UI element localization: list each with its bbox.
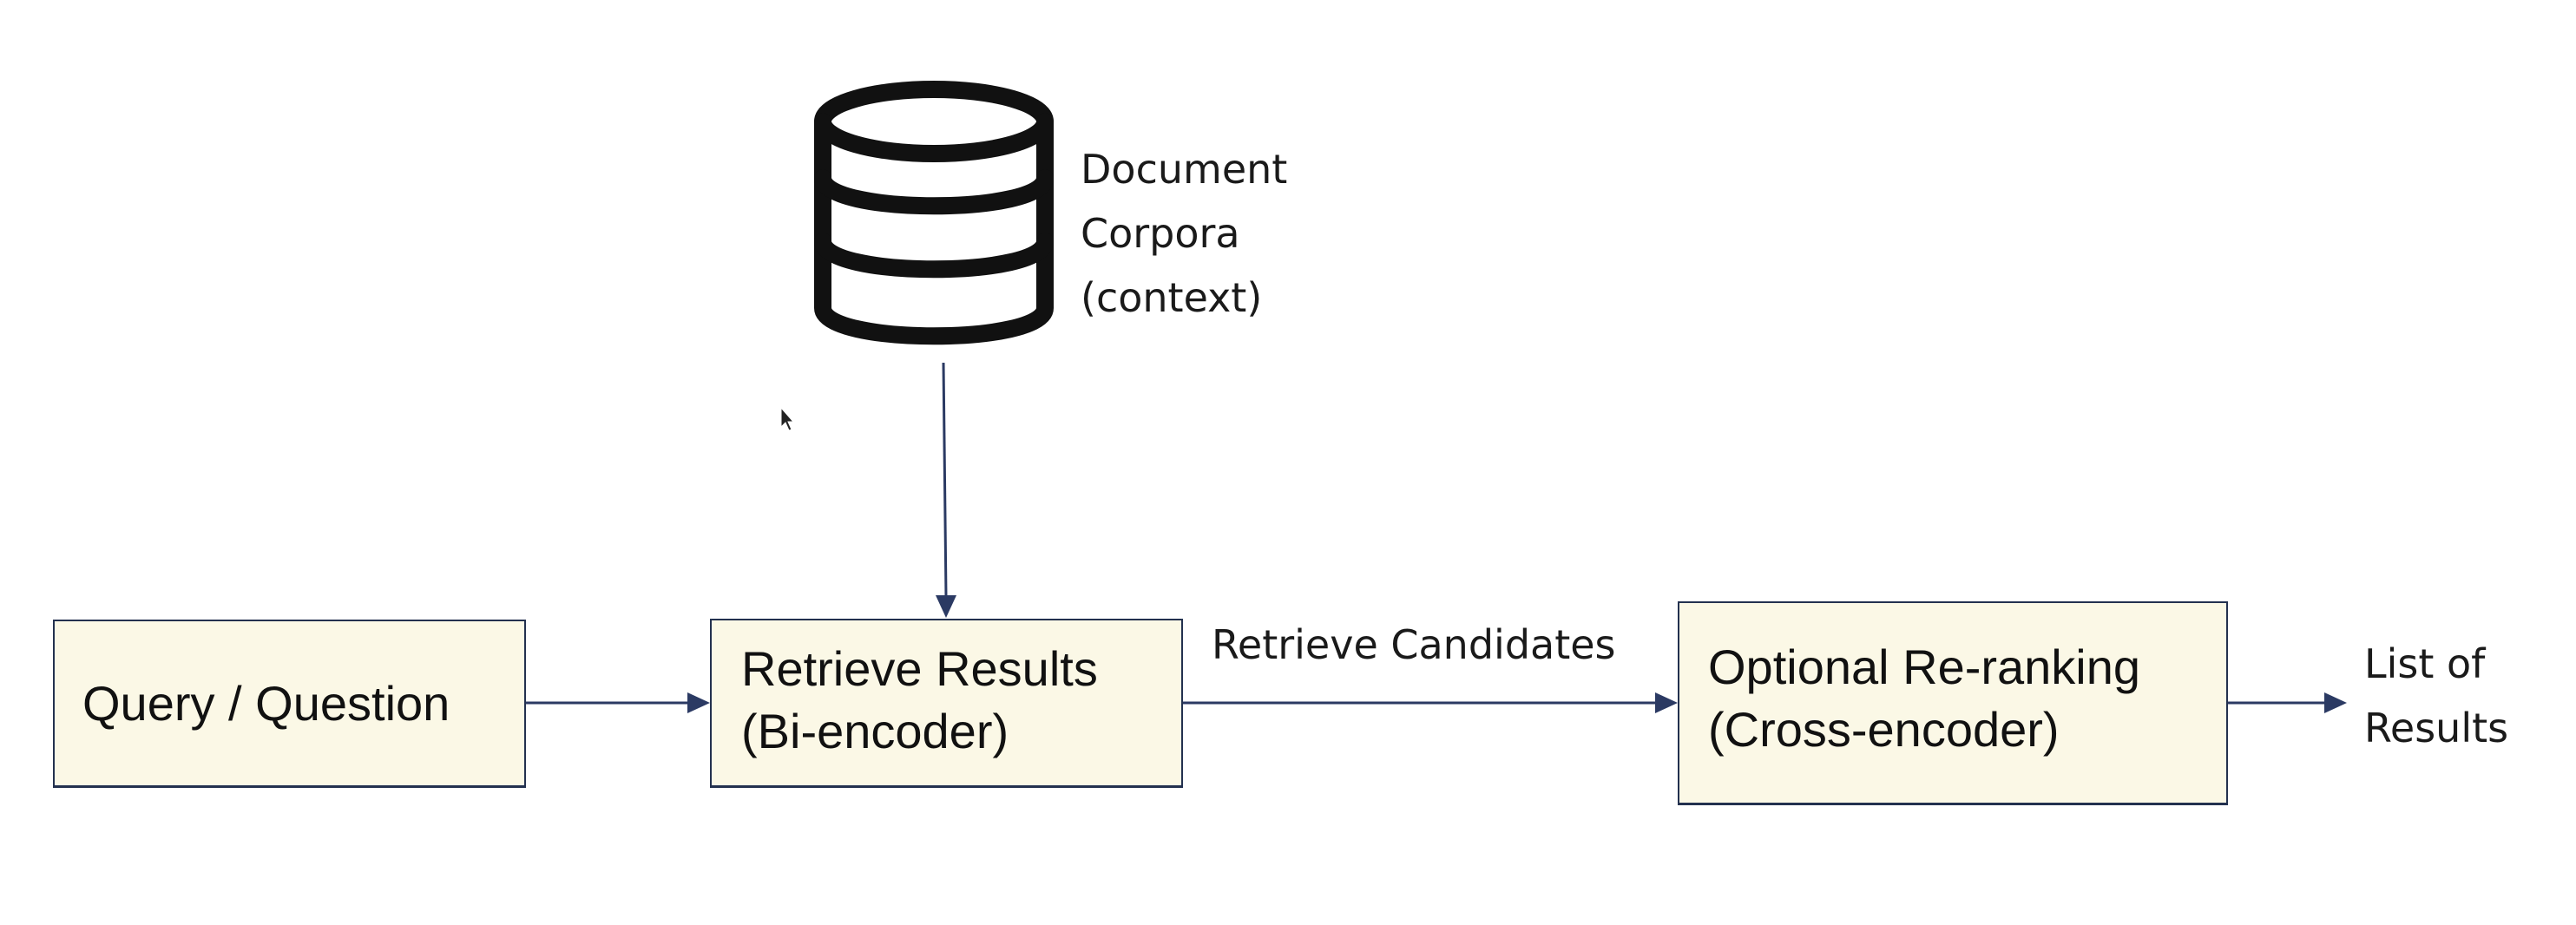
- corpus-label-line-3: (context): [1081, 274, 1263, 321]
- retrieve-box-line-2: (Bi-encoder): [741, 704, 1009, 758]
- results-label-line-1: List of: [2364, 640, 2486, 687]
- rerank-box-line-1: Optional Re-ranking: [1708, 640, 2141, 694]
- corpus-label-line-2: Corpora: [1081, 210, 1240, 257]
- arrow-rerank-to-results: [2228, 692, 2347, 713]
- retrieve-candidates-label: Retrieve Candidates: [1212, 621, 1616, 668]
- database-icon: [814, 81, 1054, 345]
- results-label: List of Results: [2364, 632, 2508, 760]
- query-box-label: Query / Question: [82, 675, 450, 731]
- rerank-box: Optional Re-ranking (Cross-encoder): [1678, 601, 2228, 805]
- retrieve-box: Retrieve Results (Bi-encoder): [710, 619, 1183, 788]
- arrow-corpus-to-retrieve: [936, 362, 956, 618]
- arrow-query-to-retrieve: [526, 692, 710, 713]
- corpus-label-line-1: Document: [1081, 146, 1288, 193]
- rerank-box-line-2: (Cross-encoder): [1708, 702, 2060, 757]
- results-label-line-2: Results: [2364, 705, 2509, 751]
- corpus-label: Document Corpora (context): [1081, 137, 1287, 330]
- arrow-retrieve-to-rerank: [1183, 692, 1678, 713]
- retrieve-box-line-1: Retrieve Results: [741, 641, 1098, 696]
- mouse-cursor-icon: [780, 406, 795, 431]
- query-box: Query / Question: [53, 620, 526, 788]
